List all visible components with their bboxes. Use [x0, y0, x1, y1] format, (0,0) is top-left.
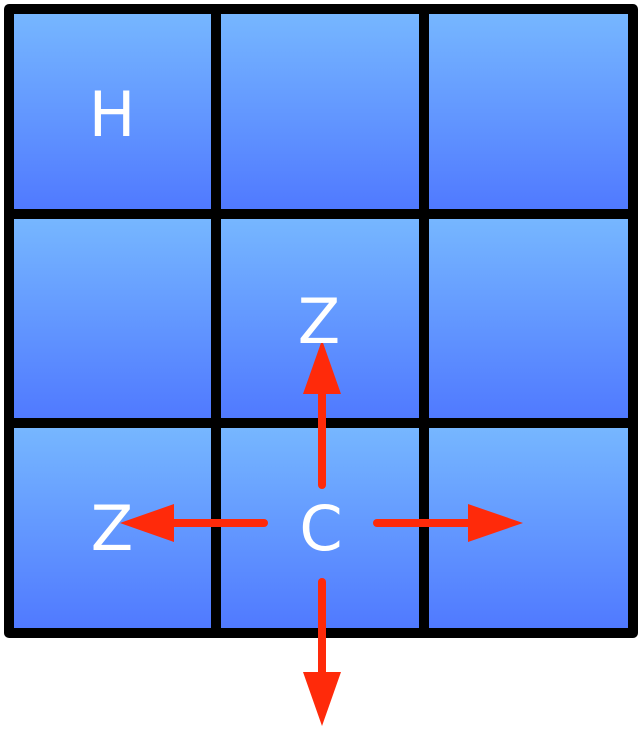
arrow-down-head	[303, 672, 341, 726]
label-h: H	[89, 78, 136, 151]
arrow-right-head	[468, 504, 523, 542]
label-z-center: Z	[298, 285, 340, 358]
cell-labels: H Z Z C	[89, 78, 343, 565]
cell-2-0	[9, 423, 216, 633]
cell-2-2	[424, 423, 633, 633]
arrow-up-head	[303, 340, 341, 394]
label-c: C	[299, 492, 342, 565]
cell-0-2	[424, 9, 633, 214]
arrows	[120, 340, 523, 726]
cell-1-0	[9, 214, 216, 423]
cell-0-0	[9, 9, 216, 214]
cell-1-2	[424, 214, 633, 423]
arrow-left-head	[120, 504, 174, 542]
cell-0-1	[216, 9, 424, 214]
label-z-left: Z	[91, 492, 133, 565]
